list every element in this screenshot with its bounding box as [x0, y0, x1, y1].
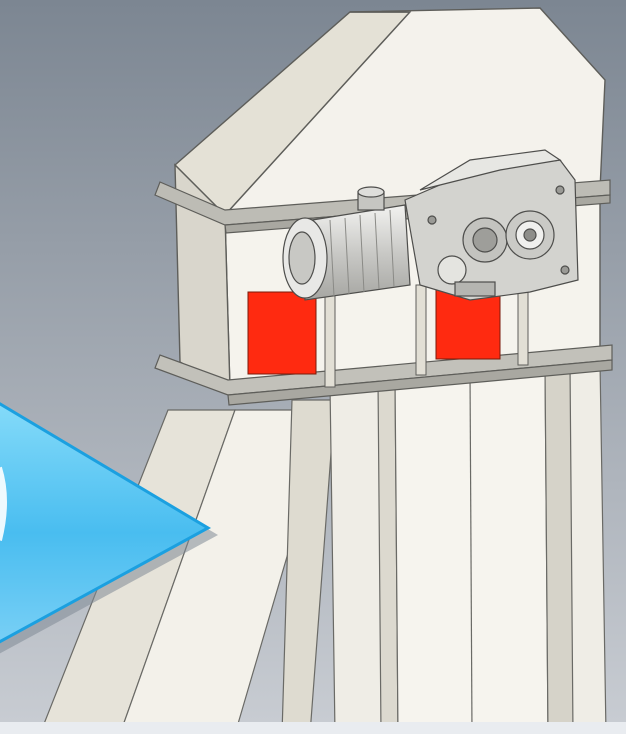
vertical-casing — [329, 361, 607, 734]
blue-arrow-shape — [0, 402, 218, 654]
inspection-door-left — [247, 291, 317, 375]
drive-motor — [282, 186, 411, 301]
gearbox — [404, 149, 579, 301]
bottom-band — [0, 722, 626, 734]
